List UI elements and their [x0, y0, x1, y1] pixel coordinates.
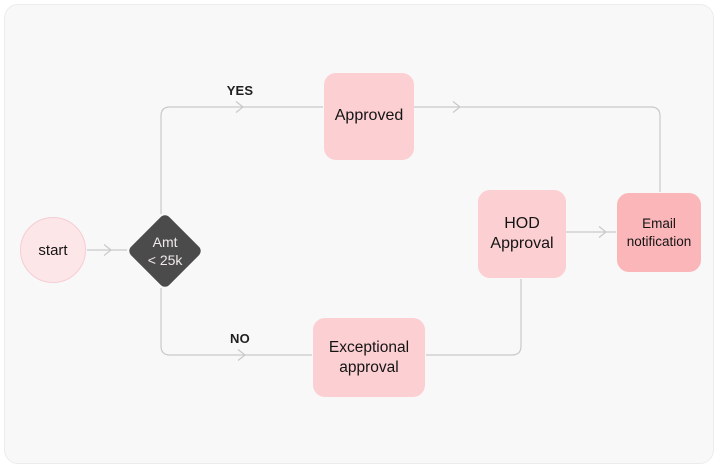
node-exceptional-approval[interactable]: Exceptional approval [313, 318, 425, 397]
node-email-notification[interactable]: Email notification [617, 193, 701, 272]
node-approved-label: Approved [334, 107, 404, 125]
node-approved[interactable]: Approved [324, 73, 414, 160]
edge-label-no: NO [230, 331, 250, 346]
edge-label-yes: YES [226, 83, 254, 98]
node-exceptional-approval-label: Exceptional approval [328, 338, 410, 376]
node-email-notification-label: Email notification [626, 216, 692, 249]
node-start[interactable]: start [20, 217, 86, 283]
node-start-label: start [38, 241, 68, 259]
node-hod-approval[interactable]: HOD Approval [478, 190, 566, 278]
node-decision-label: Amt < 25k [147, 233, 183, 268]
node-hod-approval-label: HOD Approval [490, 214, 554, 252]
